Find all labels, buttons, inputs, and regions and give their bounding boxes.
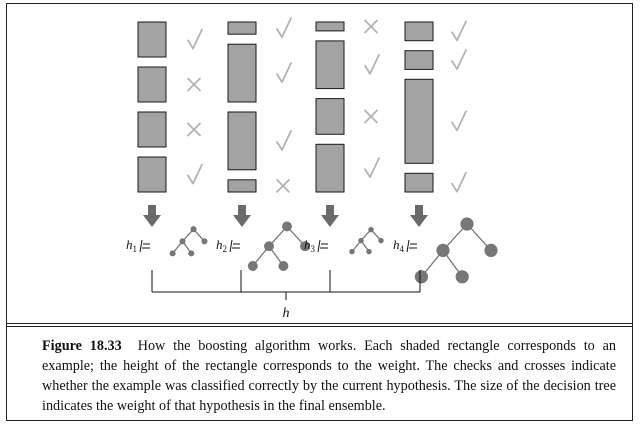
check-mark-icon [187,28,203,50]
cross-mark-icon [364,19,378,34]
cross-mark-icon [187,77,201,92]
hypothesis-glyph-icon [406,239,417,253]
tree-node [201,238,208,245]
check-mark-icon [451,20,467,42]
example-rect [315,21,345,32]
tree-node [190,226,197,233]
check-mark-icon [451,171,467,193]
down-arrow-icon [143,205,161,227]
hypothesis-label: h4 [393,237,405,254]
tree-node [436,243,450,257]
example-rect [137,156,167,193]
cross-mark-icon [276,179,290,193]
tree-node [282,221,292,232]
tree-node [358,237,364,244]
check-mark-icon [276,62,292,83]
rounds-layer: h1 h2 h3 h4 [126,17,498,284]
round-4: h4 [393,20,498,284]
figure-frame [6,3,633,421]
check-mark-icon [187,163,203,185]
figure-number: Figure 18.33 [42,338,122,354]
cross-stroke [187,77,201,92]
check-mark-icon [364,53,380,75]
hypothesis-glyph-icon [139,239,150,253]
hypothesis-glyph-icon [317,239,328,253]
ensemble-bracket: h [151,270,421,321]
tree-node [300,241,310,252]
tree-node [455,270,469,284]
caption-text: How the boosting algorithm works. Each s… [42,338,616,414]
down-arrow-icon [410,205,428,227]
check-mark-icon [276,130,292,151]
tree-node [414,270,428,284]
example-rect [404,21,434,42]
example-rect [227,179,257,193]
decision-tree-icon [349,226,384,255]
hypothesis-label: h1 [126,237,137,254]
down-arrow-icon [233,205,251,227]
example-rect [137,66,167,103]
hypothesis-label: h2 [216,237,227,254]
tree-node [349,248,355,255]
example-rect [404,50,434,70]
tree-node [169,250,176,257]
ensemble-label: h [283,306,290,321]
hypothesis-label: h3 [304,237,316,254]
round-1: h1 [126,21,208,257]
tree-node [188,250,195,257]
decision-tree-icon [414,217,498,284]
example-rect [315,98,345,135]
caption-divider-top [7,323,632,324]
tree-node [368,226,374,233]
tree-node [460,217,474,231]
cross-stroke [364,19,378,34]
cross-mark-icon [364,109,378,124]
example-rect [404,172,434,193]
round-3: h3 [304,19,384,255]
tree-node [247,261,258,271]
cross-stroke [364,109,378,124]
check-mark-icon [451,49,467,70]
check-mark-icon [276,17,292,38]
cross-stroke [276,179,290,193]
example-rect [315,40,345,90]
caption-divider-bottom [7,326,632,327]
round-2: h2 [216,17,310,271]
example-rect [315,143,345,193]
tree-node [278,261,289,271]
example-rect [227,21,257,35]
tree-node [366,248,372,255]
decision-tree-icon [247,221,310,271]
decision-tree-icon [169,226,208,257]
example-rect [137,21,167,58]
tree-node [264,241,274,252]
example-rect [227,111,257,171]
cross-stroke [187,122,201,137]
example-rect [137,111,167,148]
example-rect [404,78,434,164]
tree-node [179,238,186,245]
boosting-diagram: h1 h2 h3 h4 h [126,17,498,321]
tree-node [378,237,384,244]
hypothesis-glyph-icon [229,239,240,253]
cross-mark-icon [187,122,201,137]
down-arrow-icon [321,205,339,227]
check-mark-icon [364,157,380,179]
check-mark-icon [451,110,467,132]
example-rect [227,43,257,103]
tree-node [484,243,498,257]
